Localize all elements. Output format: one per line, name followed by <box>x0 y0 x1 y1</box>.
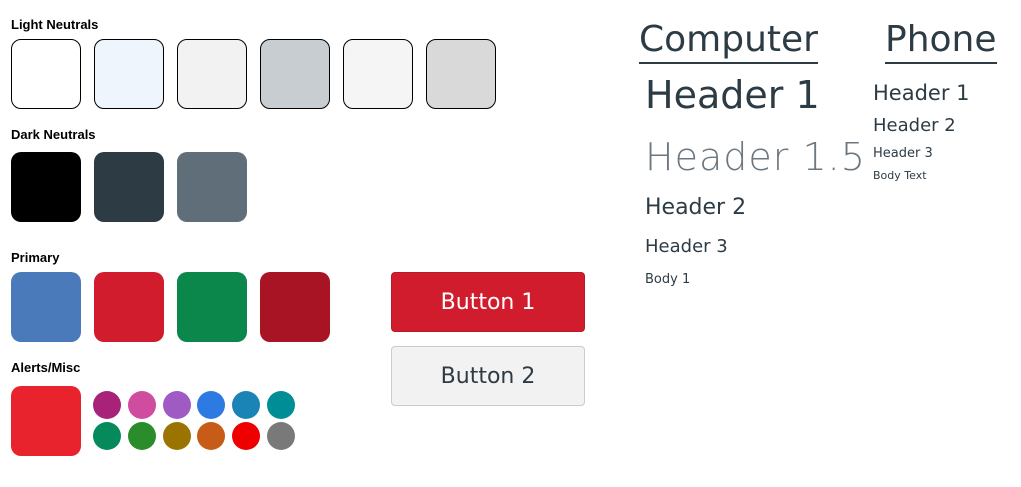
phone-body-text: Body Text <box>873 169 927 182</box>
misc-color-dot <box>267 422 295 450</box>
alert-swatch <box>11 386 81 456</box>
light-neutral-swatch-3 <box>177 39 247 109</box>
computer-body-text: Body 1 <box>645 272 691 287</box>
phone-header-1: Header 1 <box>873 81 970 105</box>
light-neutral-swatch-2 <box>94 39 164 109</box>
phone-header-3: Header 3 <box>873 146 933 161</box>
misc-color-dot <box>197 422 225 450</box>
misc-color-dot <box>197 391 225 419</box>
button-1[interactable]: Button 1 <box>391 272 585 332</box>
misc-color-dot <box>267 391 295 419</box>
phone-column-title: Phone <box>885 18 997 64</box>
light-neutral-swatch-4 <box>260 39 330 109</box>
primary-swatch-3 <box>177 272 247 342</box>
primary-swatch-2 <box>94 272 164 342</box>
dark-neutral-swatch-3 <box>177 152 247 222</box>
misc-color-dot <box>128 422 156 450</box>
computer-header-3: Header 3 <box>645 236 728 257</box>
dark-neutral-swatch-1 <box>11 152 81 222</box>
dark-neutrals-label: Dark Neutrals <box>11 127 96 142</box>
misc-color-dot <box>232 391 260 419</box>
misc-color-dot <box>93 422 121 450</box>
primary-swatch-4 <box>260 272 330 342</box>
computer-header-1: Header 1 <box>645 73 820 117</box>
button-2[interactable]: Button 2 <box>391 346 585 406</box>
primary-label: Primary <box>11 250 60 265</box>
light-neutral-swatch-5 <box>343 39 413 109</box>
misc-color-dot <box>163 391 191 419</box>
computer-column-title: Computer <box>639 18 818 64</box>
button-1-label: Button 1 <box>440 289 536 315</box>
button-2-label: Button 2 <box>440 363 536 389</box>
light-neutral-swatch-6 <box>426 39 496 109</box>
light-neutral-swatch-1 <box>11 39 81 109</box>
misc-color-dot <box>232 422 260 450</box>
dark-neutral-swatch-2 <box>94 152 164 222</box>
misc-color-dot <box>128 391 156 419</box>
primary-swatch-1 <box>11 272 81 342</box>
computer-header-2: Header 2 <box>645 195 747 220</box>
misc-color-dot <box>93 391 121 419</box>
phone-header-2: Header 2 <box>873 115 956 136</box>
misc-color-dot <box>163 422 191 450</box>
computer-header-1-5: Header 1.5 <box>645 135 866 179</box>
alerts-misc-label: Alerts/Misc <box>11 360 81 375</box>
light-neutrals-label: Light Neutrals <box>11 17 99 32</box>
